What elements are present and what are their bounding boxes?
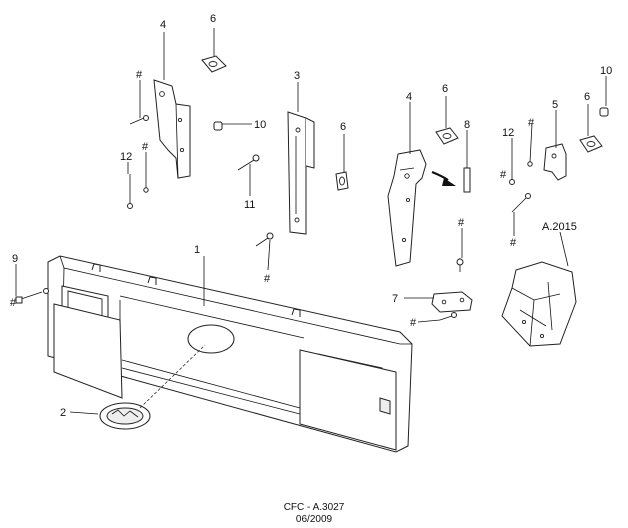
callout-10-left: 10 <box>254 119 266 131</box>
emblem-badge <box>99 402 151 430</box>
screw-11 <box>237 154 260 171</box>
callout-9: 9 <box>12 253 18 265</box>
mounting-bracket-left <box>153 79 191 179</box>
callout-ref-a2015: A.2015 <box>542 221 577 233</box>
callout-2: 2 <box>60 407 66 419</box>
assembly-arrow <box>431 170 456 186</box>
callout-6-d: 6 <box>584 91 590 103</box>
hash-marker-6: # <box>458 217 465 229</box>
small-bracket <box>543 143 567 181</box>
callout-6-c: 6 <box>442 83 448 95</box>
bolt-9 <box>15 288 49 304</box>
screw-upper-left <box>129 115 149 125</box>
bolt-12-right <box>509 170 515 185</box>
diagram-date: 06/2009 <box>295 514 333 525</box>
callout-12-right: 12 <box>502 127 514 139</box>
callout-8: 8 <box>464 119 470 131</box>
callout-4-left: 4 <box>160 19 166 31</box>
clip-nut-1 <box>201 55 227 73</box>
screw-mid-vertical <box>456 258 464 272</box>
hash-marker-9: # <box>500 169 507 181</box>
screw-lower-strut <box>255 232 274 247</box>
clip-nut-4 <box>579 135 603 153</box>
vertical-strut <box>287 111 315 235</box>
front-panel <box>47 255 413 453</box>
hash-marker-7: # <box>410 317 417 329</box>
clip-nut-3 <box>435 127 459 145</box>
screw-hinge <box>439 312 457 321</box>
reference-assembly <box>501 261 577 347</box>
callout-7: 7 <box>392 293 398 305</box>
callout-5: 5 <box>552 99 558 111</box>
callout-1: 1 <box>194 244 200 256</box>
hash-marker-8: # <box>10 297 17 309</box>
callout-11: 11 <box>244 199 255 211</box>
callout-4-right: 4 <box>406 91 412 103</box>
screw-right-diagonal <box>511 193 531 213</box>
diagram-code: CFC - A.3027 <box>283 502 345 513</box>
mounting-bracket-right <box>387 149 427 267</box>
hash-marker-3: # <box>264 273 271 285</box>
hash-marker-1: # <box>136 69 143 81</box>
washer-right <box>527 161 533 167</box>
callout-6-b: 6 <box>340 121 346 133</box>
hash-marker-5: # <box>510 237 517 249</box>
emblem-alignment-line <box>139 344 206 409</box>
hinge-plate <box>431 291 473 313</box>
hash-marker-2: # <box>142 141 149 153</box>
callout-12-left: 12 <box>120 151 132 163</box>
nut-10-right <box>599 107 609 117</box>
hash-marker-4: # <box>528 117 535 129</box>
callout-10-right: 10 <box>600 65 612 77</box>
nut-10-left <box>213 121 223 131</box>
bolt-12-left <box>127 174 133 209</box>
clip-nut-2 <box>335 171 349 191</box>
callout-6-a: 6 <box>210 13 216 25</box>
callout-3: 3 <box>294 70 300 82</box>
leader-lines <box>15 28 607 415</box>
washer-left <box>143 187 149 193</box>
insert-strip <box>463 167 471 193</box>
